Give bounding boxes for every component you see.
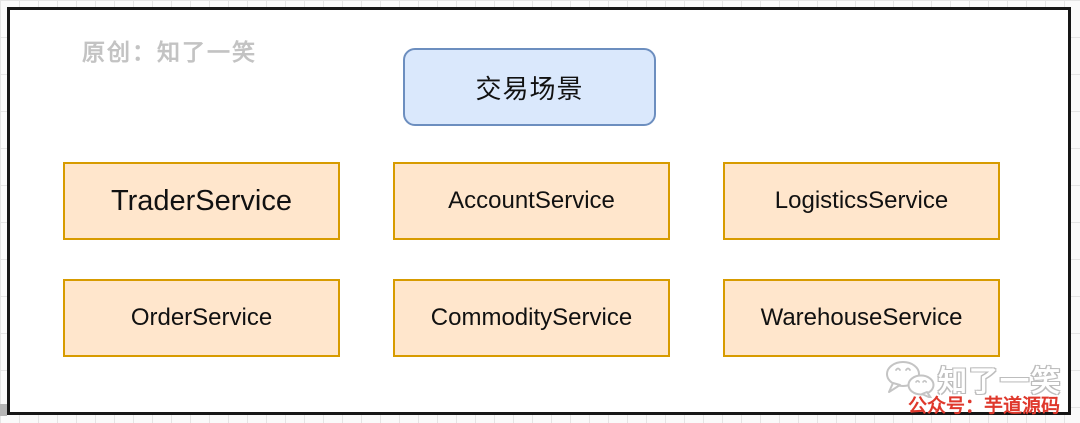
node-trader-service: TraderService — [63, 162, 340, 240]
node-label: WarehouseService — [760, 304, 963, 331]
brand-logo-text: 知了一笑 — [938, 366, 1063, 398]
node-label: OrderService — [130, 304, 273, 331]
brand-subtitle: 公众号：芋道源码 — [908, 396, 1061, 417]
node-trade-scenario: 交易场景 — [403, 48, 656, 126]
brand-block: 知了一笑 公众号：芋道源码 — [884, 356, 1080, 417]
wechat-icon — [886, 361, 935, 398]
node-account-service: AccountService — [393, 162, 670, 240]
node-label: CommodityService — [430, 304, 633, 331]
node-label: AccountService — [448, 187, 615, 214]
node-label: TraderService — [110, 184, 293, 217]
node-commodity-service: CommodityService — [393, 279, 670, 357]
node-trade-scenario-label: 交易场景 — [475, 73, 584, 104]
node-logistics-service: LogisticsService — [723, 162, 1000, 240]
grid-corner-block — [0, 404, 7, 416]
brand-logo-row: 知了一笑 — [884, 358, 1062, 400]
node-order-service: OrderService — [63, 279, 340, 357]
node-label: LogisticsService — [774, 187, 949, 214]
watermark-text: 原创：知了一笑 — [82, 39, 257, 65]
node-warehouse-service: WarehouseService — [723, 279, 1000, 357]
